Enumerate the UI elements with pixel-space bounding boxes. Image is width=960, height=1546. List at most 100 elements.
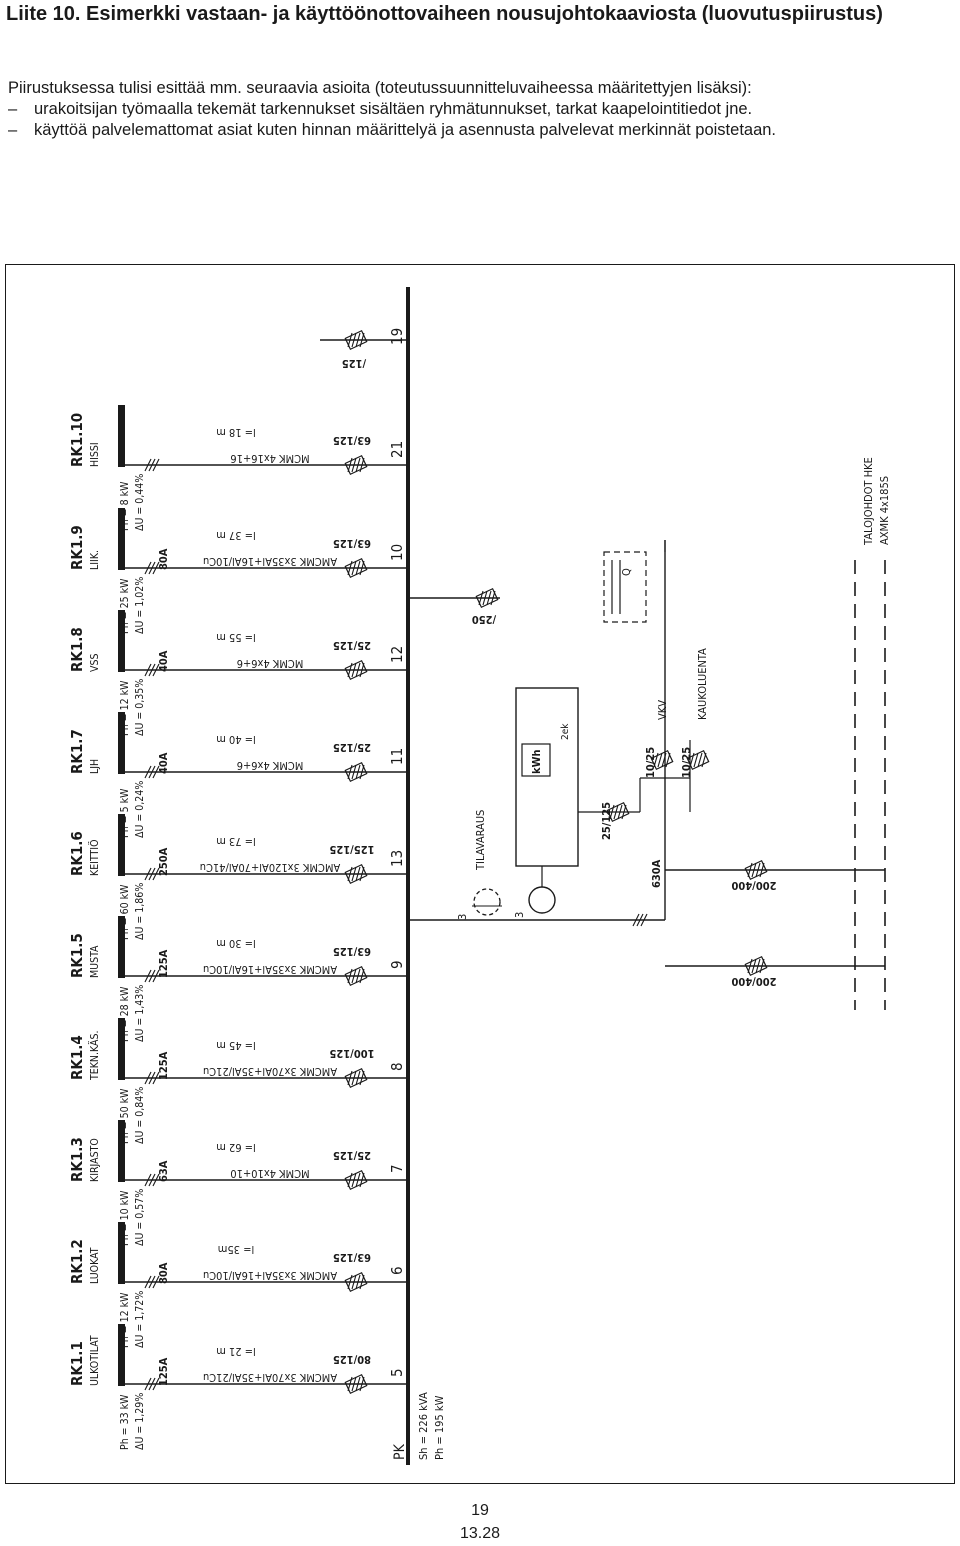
reserve-circle	[473, 888, 501, 916]
board-bar-RK1.7	[118, 712, 125, 774]
board-name-RK1.8: VSS	[89, 654, 101, 672]
board-power-RK1.1: Ph = 33 kW	[119, 1394, 131, 1450]
feeder-phase-ticks	[148, 561, 156, 575]
board-voltage-drop-RK1.7: ΔU = 0,24%	[134, 781, 146, 838]
feeder-ct-RK1.10	[344, 454, 368, 476]
board-voltage-drop-RK1.6: ΔU = 1,86%	[134, 883, 146, 940]
main-fuse: 630A	[650, 859, 663, 888]
board-id-RK1.9: RK1.9	[68, 525, 86, 570]
cable-type-RK1.7: MCMK 4x6+6	[237, 759, 304, 772]
group-number-RK1.10: 21	[388, 441, 406, 458]
cable-type-RK1.2: AMCMK 3x35Al+16Al/10Cu	[203, 1269, 337, 1282]
feeder-phase-ticks	[148, 1071, 156, 1085]
board-id-RK1.6: RK1.6	[68, 831, 86, 876]
board-name-RK1.5: MUSTA	[89, 945, 101, 978]
board-power-RK1.10: Ph = 8 kW	[119, 481, 131, 531]
group-number-RK1.8: 12	[388, 646, 406, 663]
cable-type-RK1.3: MCMK 4x10+10	[230, 1167, 309, 1180]
board-bar-RK1.3	[118, 1120, 125, 1182]
busbar-ct-ratio: /250	[472, 613, 496, 626]
drawing-frame	[5, 264, 955, 1484]
reserve-phase: 3	[456, 914, 469, 920]
bullet-2-text: käyttöä palvelemattomat asiat kuten hinn…	[34, 121, 777, 139]
cable-length-RK1.6: l= 73 m	[216, 835, 256, 848]
feeder-phase-ticks	[152, 969, 160, 983]
ct-ratio-RK1.8: 25/125	[333, 639, 371, 652]
board-name-RK1.6: KEITTIÖ	[88, 839, 101, 876]
bullet-2: –käyttöä palvelemattomat asiat kuten hin…	[8, 121, 777, 139]
feeder-fuse-RK1.5: 125A	[157, 949, 170, 978]
board-id-RK1.5: RK1.5	[68, 933, 86, 978]
board-name-RK1.4: TEKN.KÄS.	[88, 1031, 101, 1081]
board-bar-RK1.4	[118, 1018, 125, 1080]
ct-ratio-RK1.9: 63/125	[333, 537, 371, 550]
board-id-RK1.3: RK1.3	[68, 1137, 86, 1182]
board-power-RK1.9: Ph = 25 kW	[119, 578, 131, 634]
extra-ct	[344, 329, 368, 351]
feeder-phase-ticks	[144, 561, 152, 575]
board-name-RK1.9: LIIK.	[89, 550, 101, 570]
feeder-ct-RK1.2	[344, 1271, 368, 1293]
kauko-fuse-symbol	[686, 749, 710, 771]
feeder-phase-ticks	[152, 1071, 160, 1085]
board-id-RK1.2: RK1.2	[68, 1239, 86, 1284]
feeder-phase-ticks	[144, 969, 152, 983]
supply-phase-ticks	[632, 913, 640, 927]
vkv-fuse-symbol	[650, 749, 674, 771]
feeder-phase-ticks	[144, 1377, 152, 1391]
page-title: Liite 10. Esimerkki vastaan- ja käyttöön…	[6, 3, 883, 25]
kauko-fuse: 10/25	[680, 747, 693, 778]
meter-box	[515, 687, 579, 867]
feeder-phase-ticks	[144, 867, 152, 881]
board-voltage-drop-RK1.1: ΔU = 1,29%	[134, 1393, 146, 1450]
kwh-box	[521, 743, 551, 777]
feeder-fuse-RK1.8: 40A	[157, 650, 170, 672]
breaker-box	[603, 551, 647, 623]
feeder-ct-RK1.9	[344, 557, 368, 579]
hke-title: TALOJOHDOT HKE	[862, 457, 875, 546]
feeder-ct-RK1.6	[344, 863, 368, 885]
feeder-phase-ticks	[144, 765, 152, 779]
supply-phase-ticks	[636, 913, 644, 927]
feeder-phase-ticks	[148, 1173, 156, 1187]
feeder-ct-RK1.4	[344, 1067, 368, 1089]
feeder-phase-ticks	[152, 765, 160, 779]
bullet-1-text: urakoitsijan työmaalla tekemät tarkennuk…	[34, 100, 753, 118]
board-bar-RK1.1	[118, 1324, 125, 1386]
feeder-phase-ticks	[148, 458, 156, 472]
board-voltage-drop-RK1.4: ΔU = 0,84%	[134, 1087, 146, 1144]
main-board-label: PK	[392, 1443, 408, 1460]
cable-length-RK1.7: l= 40 m	[216, 733, 256, 746]
cable-length-RK1.3: l= 62 m	[216, 1141, 256, 1154]
board-power-RK1.2: Ph = 12 kW	[119, 1292, 131, 1348]
busbar-ct	[475, 587, 499, 609]
feeder-fuse-RK1.2: 80A	[157, 1262, 170, 1284]
board-power-RK1.6: Ph = 60 kW	[119, 884, 131, 940]
board-bar-RK1.8	[118, 610, 125, 672]
board-name-RK1.10: HISSI	[89, 442, 101, 467]
feeder-phase-ticks	[152, 458, 160, 472]
board-voltage-drop-RK1.9: ΔU = 1,02%	[134, 577, 146, 634]
ct-ratio-RK1.1: 80/125	[333, 1353, 371, 1366]
board-power-RK1.8: Ph = 12 kW	[119, 680, 131, 736]
cable-length-RK1.10: l= 18 m	[216, 426, 256, 439]
group-number-RK1.3: 7	[388, 1164, 406, 1173]
ct-ratio-RK1.4: 100/125	[329, 1047, 374, 1060]
board-name-RK1.7: LJH	[89, 759, 101, 774]
board-power-RK1.4: Ph = 50 kW	[119, 1088, 131, 1144]
cable-length-RK1.8: l= 55 m	[216, 631, 256, 644]
cable-type-RK1.4: AMCMK 3x70Al+35Al/21Cu	[203, 1065, 337, 1078]
reserve-label: TILAVARAUS	[474, 810, 487, 871]
cable-type-RK1.9: AMCMK 3x35Al+16Al/10Cu	[203, 555, 337, 568]
ct-ratio-RK1.7: 25/125	[333, 741, 371, 754]
feeder-phase-ticks	[148, 765, 156, 779]
board-name-RK1.1: ULKOTILAT	[89, 1335, 101, 1386]
group-number-RK1.6: 13	[388, 850, 406, 867]
feeder-ct-RK1.3	[344, 1169, 368, 1191]
feeder-phase-ticks	[148, 969, 156, 983]
board-id-RK1.7: RK1.7	[68, 729, 86, 774]
meter-ct	[606, 801, 630, 823]
feeder-phase-ticks	[144, 663, 152, 677]
kaukoluenta-label: KAUKOLUENTA	[696, 648, 709, 720]
